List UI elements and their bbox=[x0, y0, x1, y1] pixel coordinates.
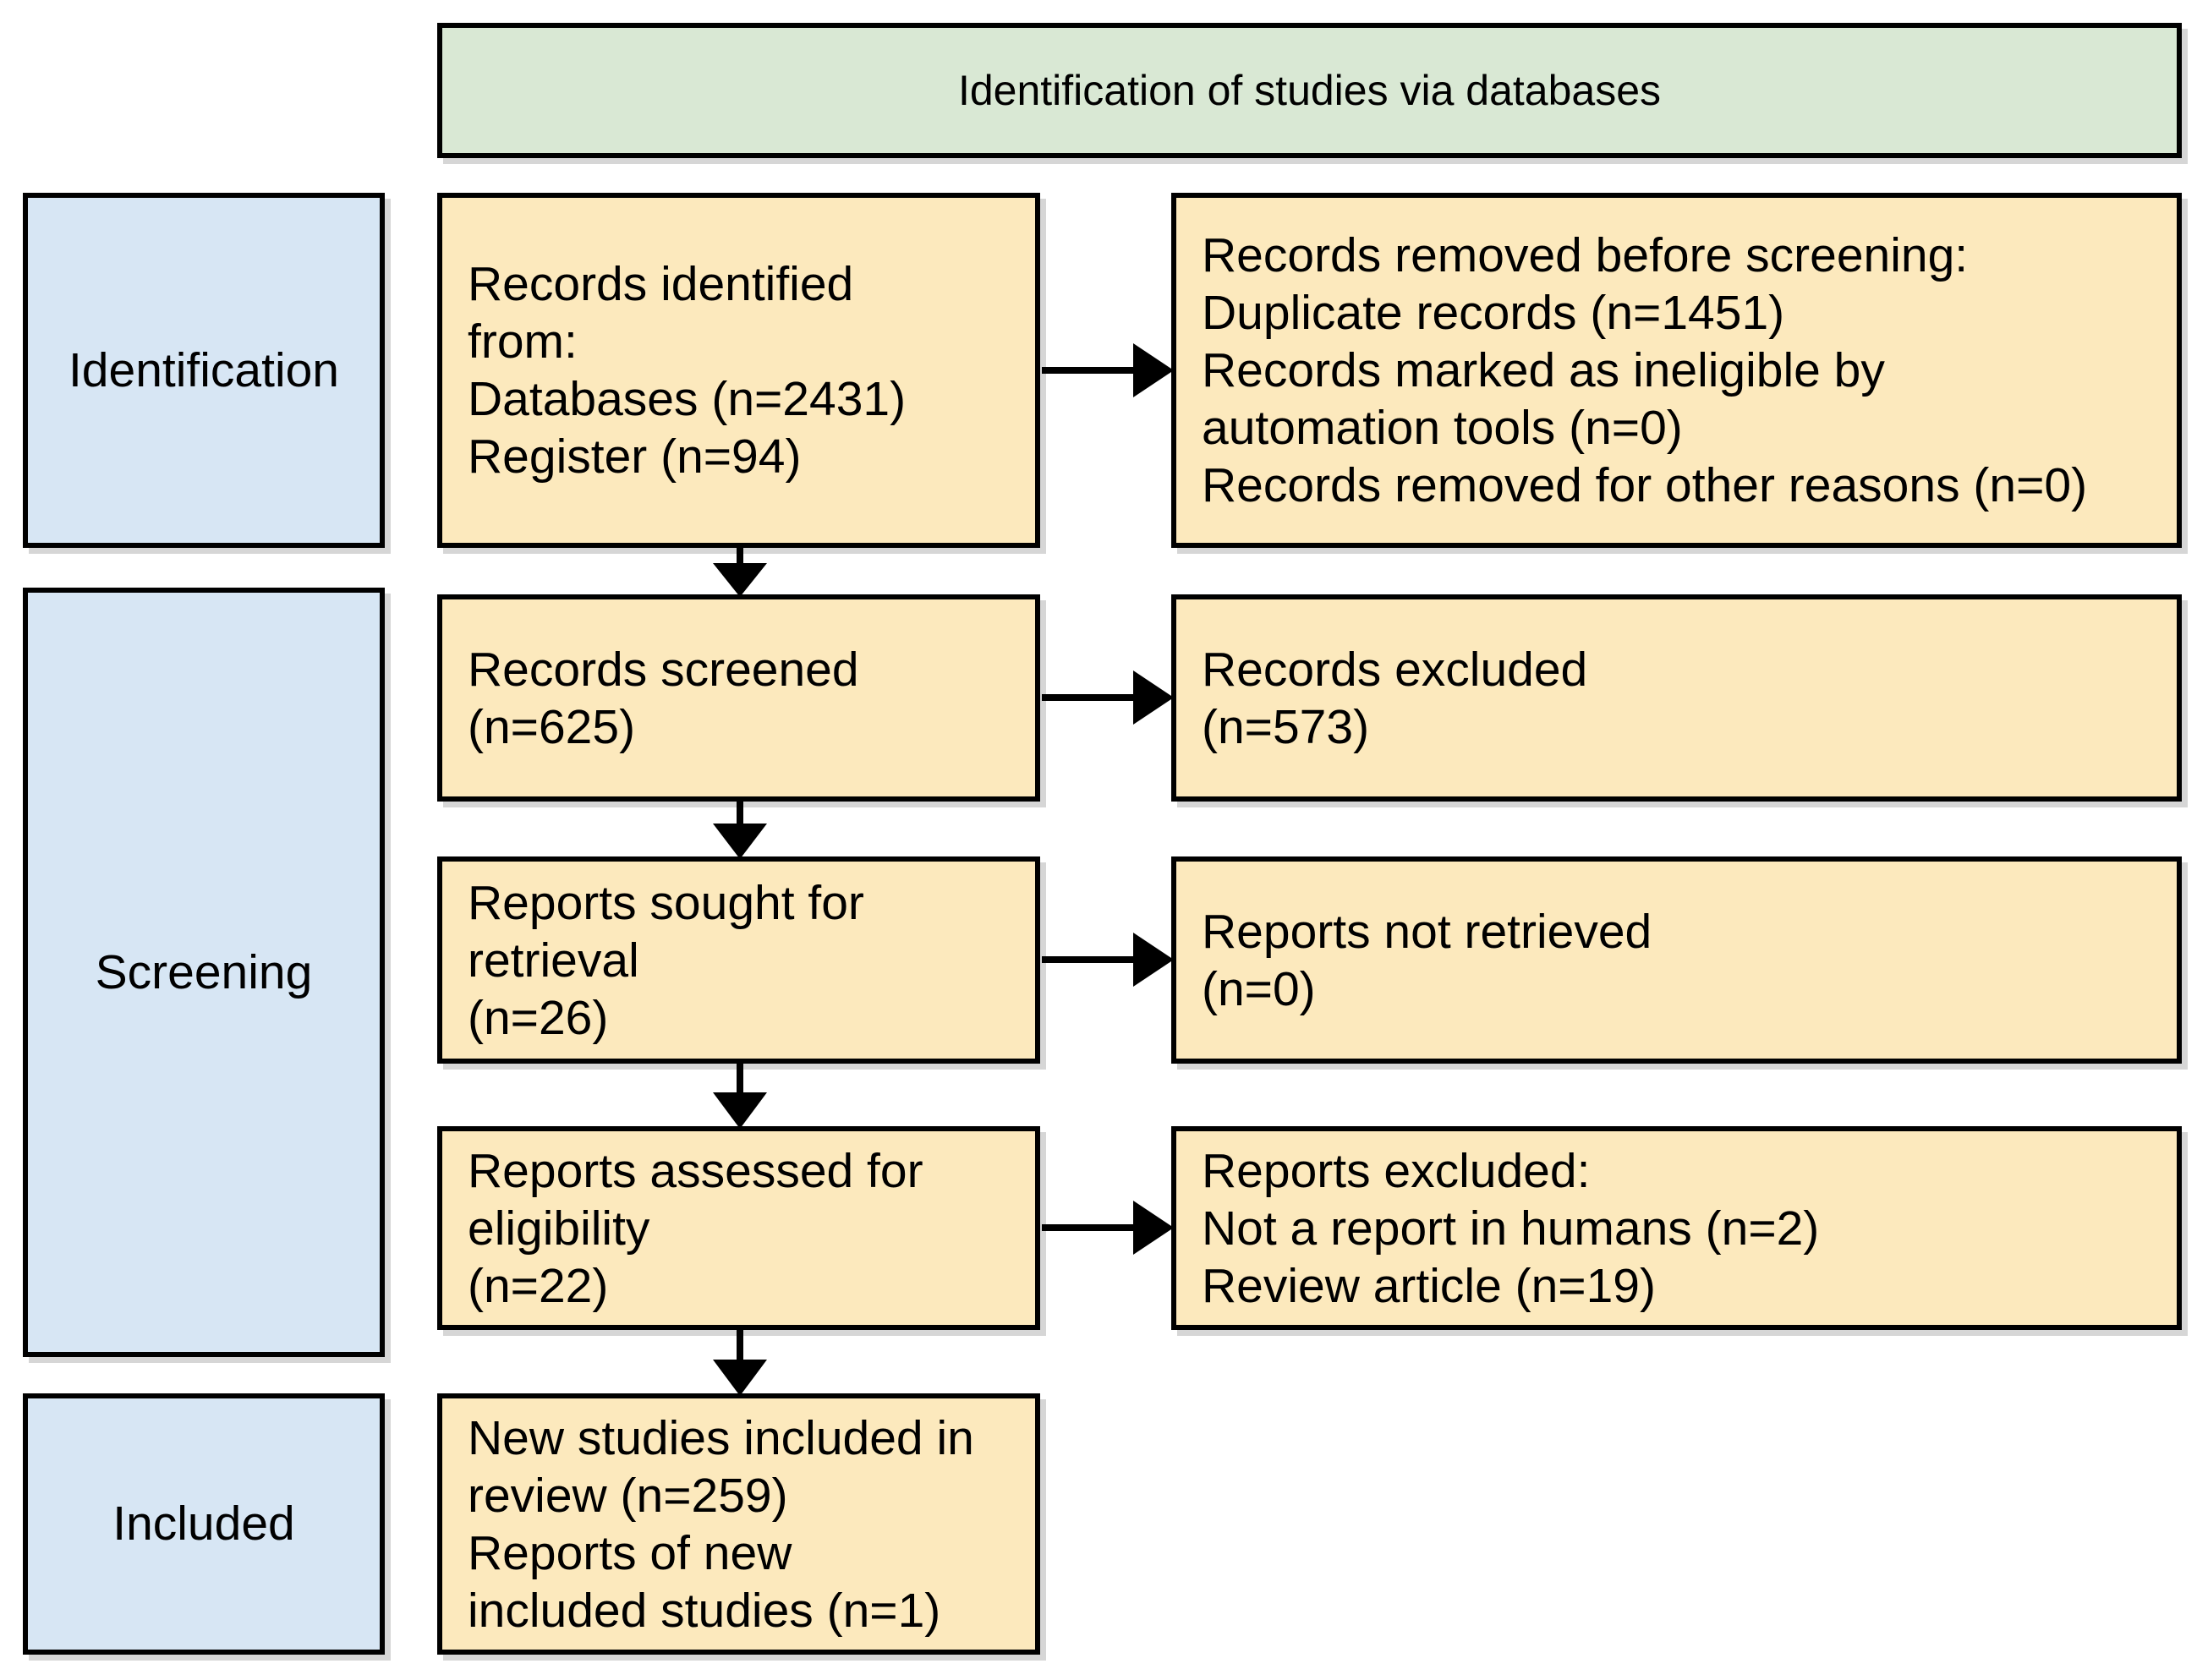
arrow-sought-to-not-retrieved bbox=[1042, 933, 1174, 987]
box-reports-not-retrieved-text: Reports not retrieved (n=0) bbox=[1202, 904, 1652, 1016]
header-title: Identification of studies via databases bbox=[957, 67, 1662, 114]
box-reports-assessed: Reports assessed for eligibility (n=22) bbox=[437, 1126, 1040, 1330]
arrow-identified-to-screened bbox=[713, 545, 767, 597]
box-reports-sought: Reports sought for retrieval (n=26) bbox=[437, 856, 1040, 1064]
box-new-studies-included: New studies included in review (n=259) R… bbox=[437, 1393, 1040, 1655]
box-records-identified-text: Records identified from: Databases (n=24… bbox=[468, 257, 907, 484]
stage-screening: Screening bbox=[23, 588, 385, 1357]
box-records-removed-text: Records removed before screening: Duplic… bbox=[1202, 228, 2088, 512]
arrow-assessed-to-reports-excluded bbox=[1042, 1201, 1174, 1255]
box-reports-not-retrieved: Reports not retrieved (n=0) bbox=[1171, 856, 2182, 1064]
arrow-assessed-to-included bbox=[713, 1327, 767, 1396]
box-records-excluded-text: Records excluded (n=573) bbox=[1202, 642, 1588, 754]
box-records-removed: Records removed before screening: Duplic… bbox=[1171, 193, 2182, 548]
arrow-screened-to-excluded bbox=[1042, 670, 1174, 725]
box-records-identified: Records identified from: Databases (n=24… bbox=[437, 193, 1040, 548]
stage-identification: Identification bbox=[23, 193, 385, 548]
arrow-identified-to-removed bbox=[1042, 343, 1174, 397]
box-reports-excluded-text: Reports excluded: Not a report in humans… bbox=[1202, 1143, 1820, 1313]
arrow-screened-to-sought bbox=[713, 799, 767, 859]
box-reports-assessed-text: Reports assessed for eligibility (n=22) bbox=[468, 1143, 923, 1313]
box-new-studies-included-text: New studies included in review (n=259) R… bbox=[468, 1410, 974, 1638]
box-reports-sought-text: Reports sought for retrieval (n=26) bbox=[468, 875, 864, 1045]
stage-included: Included bbox=[23, 1393, 385, 1655]
arrow-sought-to-assessed bbox=[713, 1061, 767, 1129]
stage-screening-label: Screening bbox=[95, 944, 313, 999]
box-records-screened-text: Records screened (n=625) bbox=[468, 642, 859, 754]
stage-included-label: Included bbox=[112, 1497, 295, 1551]
box-reports-excluded: Reports excluded: Not a report in humans… bbox=[1171, 1126, 2182, 1330]
box-records-screened: Records screened (n=625) bbox=[437, 594, 1040, 802]
header-box: Identification of studies via databases bbox=[437, 23, 2182, 158]
box-records-excluded: Records excluded (n=573) bbox=[1171, 594, 2182, 802]
stage-identification-label: Identification bbox=[68, 342, 340, 397]
